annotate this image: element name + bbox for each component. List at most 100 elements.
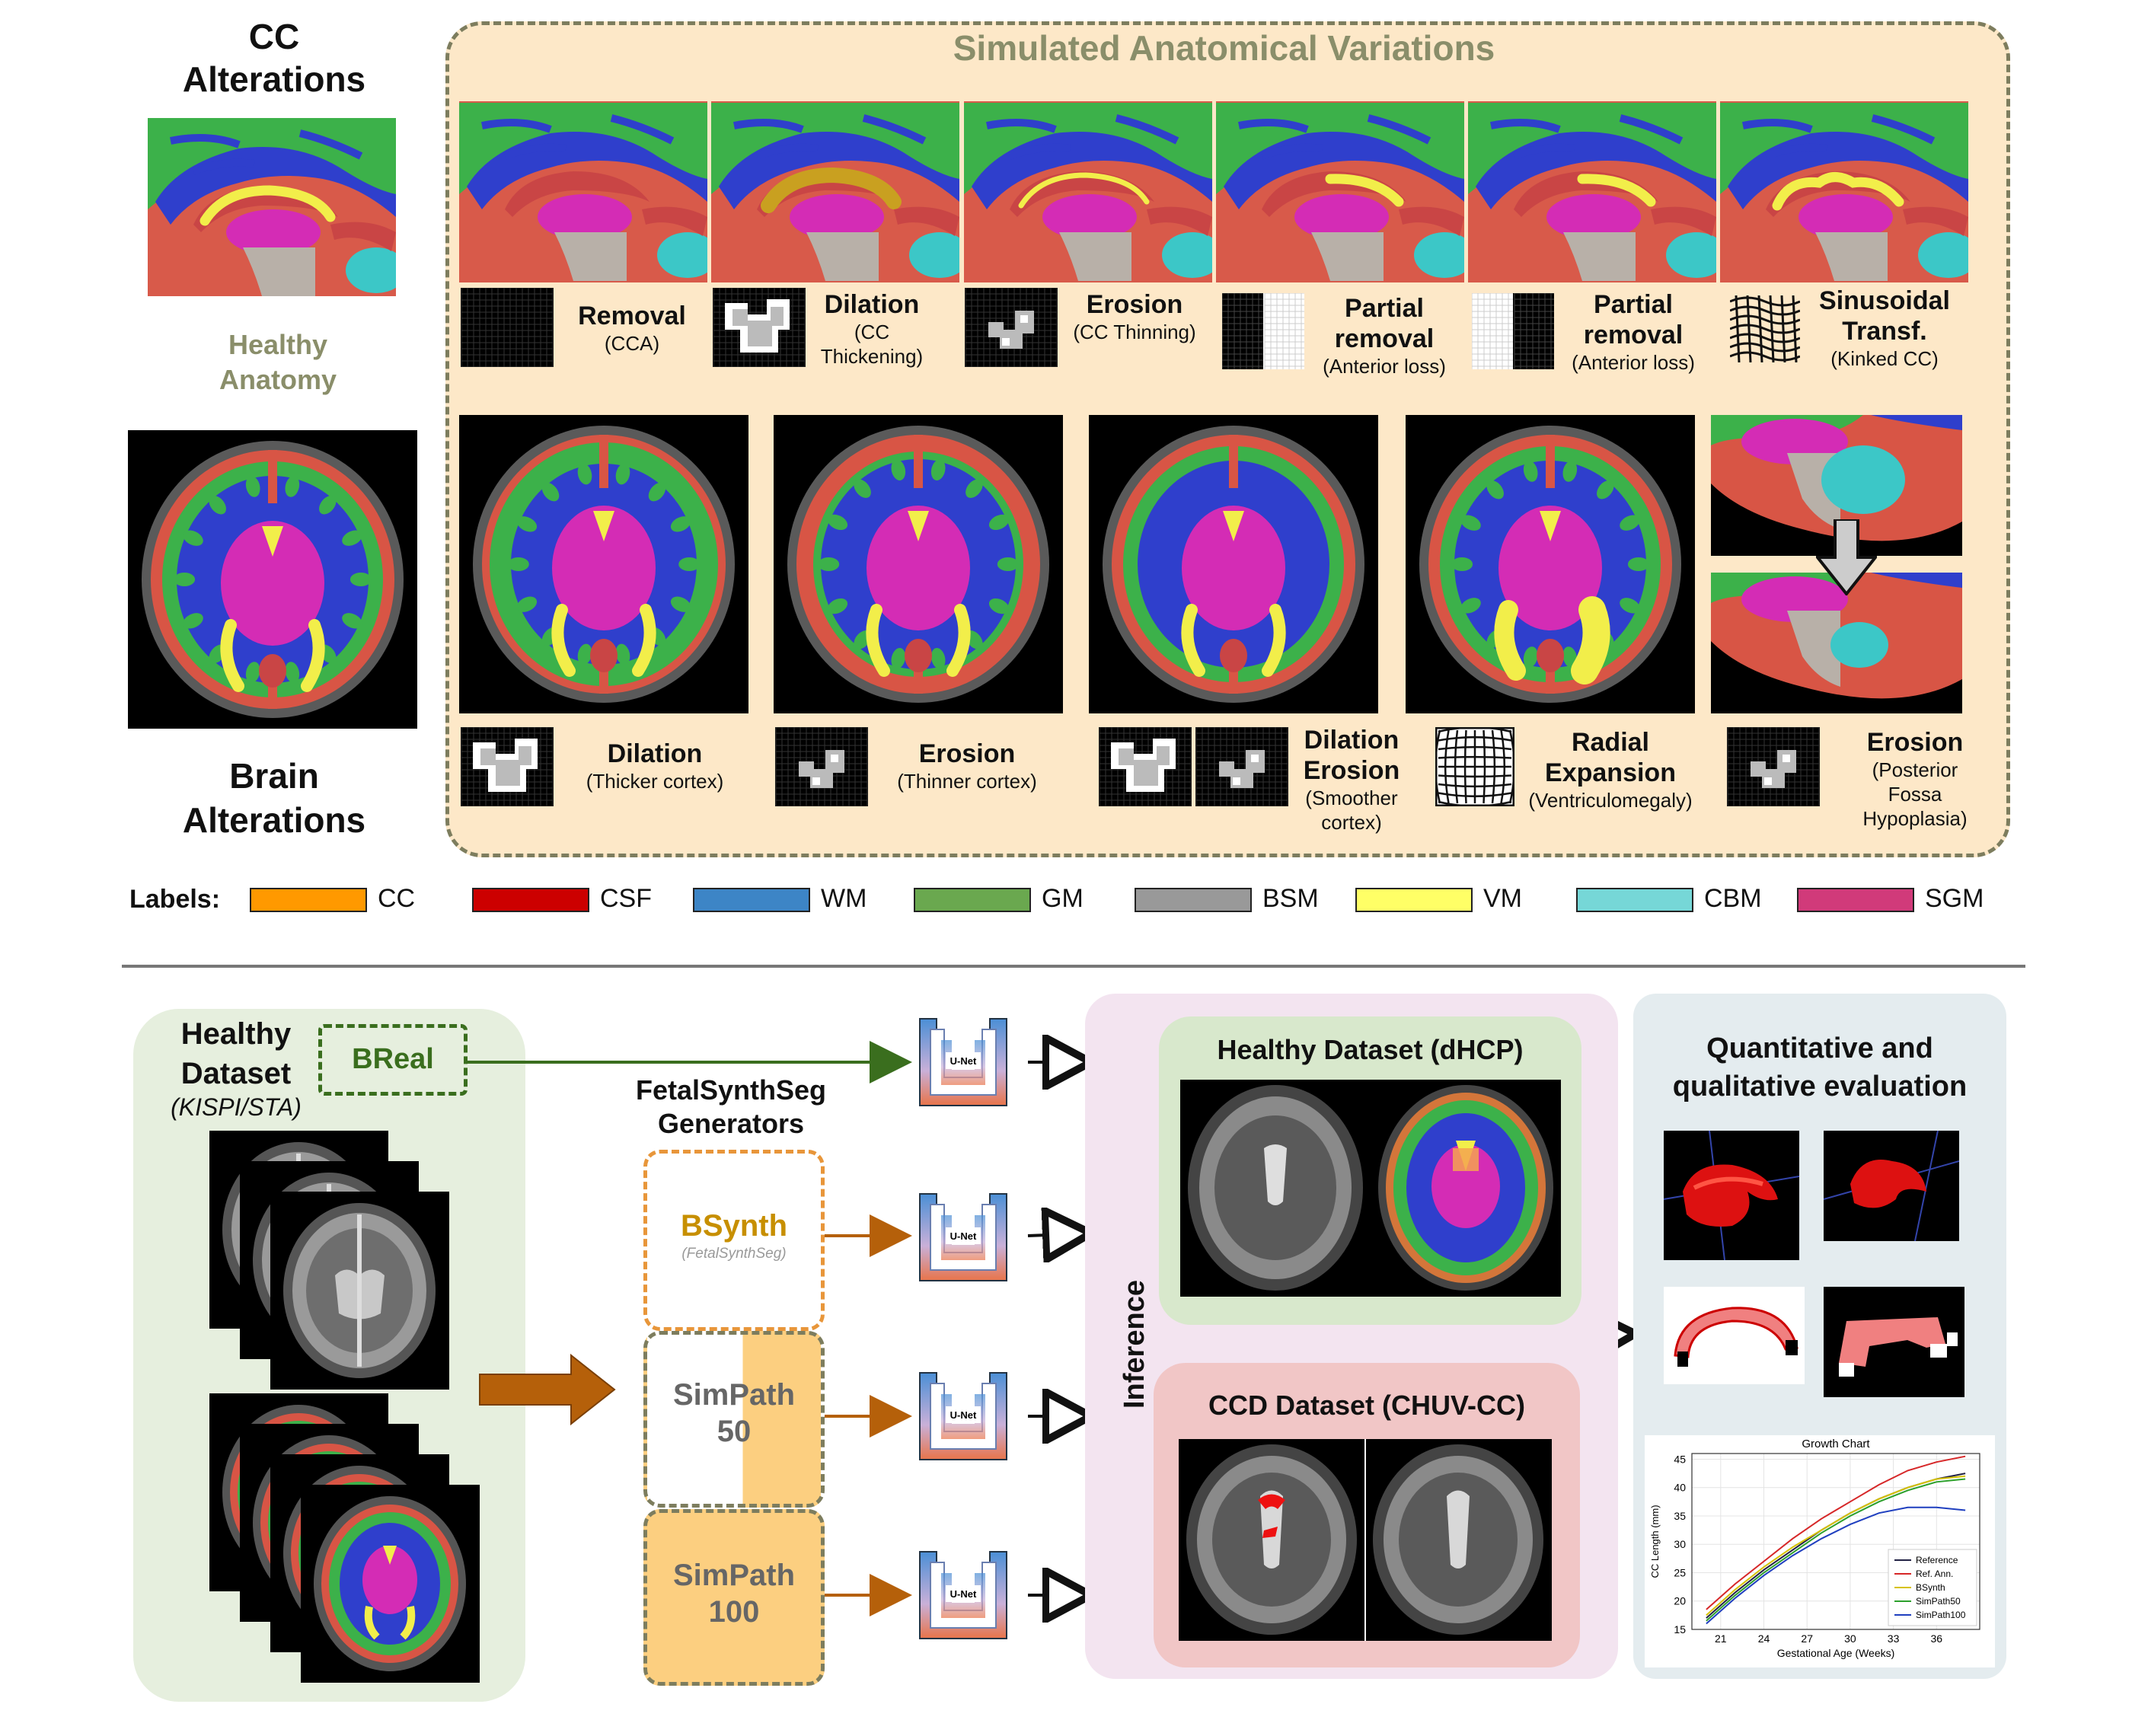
legend-title: Labels:	[129, 885, 221, 914]
svg-text:U-Net: U-Net	[950, 1055, 977, 1067]
cc-removal-image	[459, 101, 707, 282]
legend-swatch-sgm	[1797, 888, 1914, 912]
brain-erosion-image	[774, 415, 1063, 713]
simpath100-box	[643, 1509, 825, 1686]
legend-swatch-cc	[250, 888, 367, 912]
legend-label-csf: CSF	[600, 884, 652, 913]
healthy-sagittal-image	[148, 118, 396, 296]
inference-label: Inference	[1119, 1280, 1151, 1409]
radial-grid-icon	[1435, 727, 1514, 806]
half-grid-icon	[1222, 293, 1304, 369]
posterior-fossa-after-image	[1711, 573, 1962, 713]
erosion-shape-icon	[1727, 727, 1820, 806]
series-line-simpath100	[1706, 1506, 1966, 1625]
legend-label-cbm: CBM	[1704, 884, 1762, 913]
legend-entry: SimPath100	[1916, 1610, 1966, 1620]
healthy-axial-image	[128, 430, 417, 729]
y-tick-label: 15	[1674, 1623, 1686, 1635]
brain-op-dilation-label: Dilation(Thicker cortex)	[586, 739, 724, 793]
3d-render-image-2	[1824, 1131, 1959, 1241]
legend-entry: SimPath50	[1916, 1596, 1961, 1607]
wave-grid-icon	[1730, 295, 1800, 362]
x-tick-label: 30	[1844, 1632, 1856, 1645]
dilation-shape-icon	[1099, 727, 1192, 806]
y-tick-label: 45	[1674, 1453, 1686, 1465]
legend-label-cc: CC	[378, 884, 416, 913]
legend-label-vm: VM	[1483, 884, 1522, 913]
simulated-variations-title: Simulated Anatomical Variations	[953, 28, 1495, 68]
brain-dilation-erosion-image	[1089, 415, 1378, 713]
grid-empty-icon	[461, 288, 554, 367]
ccd-images	[1179, 1439, 1552, 1641]
y-axis-label: CC Length (mm)	[1649, 1505, 1661, 1578]
legend-swatch-bsm	[1135, 888, 1252, 912]
cc-seg-image-2	[1824, 1287, 1964, 1397]
chart-title: Growth Chart	[1802, 1438, 1870, 1450]
legend-label-sgm: SGM	[1925, 884, 1984, 913]
svg-text:U-Net: U-Net	[950, 1409, 977, 1421]
dilation-shape-icon	[461, 727, 554, 806]
svg-text:U-Net: U-Net	[950, 1230, 977, 1242]
series-line-ref-ann-	[1706, 1455, 1966, 1610]
unet-icon: U-Net	[914, 1188, 1013, 1287]
legend-swatch-vm	[1355, 888, 1473, 912]
y-tick-label: 35	[1674, 1510, 1686, 1522]
dhcp-images	[1180, 1080, 1561, 1297]
brain-op-dilation-erosion-label: Dilation Erosion(Smoother cortex)	[1303, 726, 1400, 834]
unet-icon: U-Net	[914, 1013, 1013, 1112]
x-tick-label: 36	[1931, 1632, 1943, 1645]
brain-op-posterior-fossa-label: Erosion(Posterior Fossa Hypoplasia)	[1862, 728, 1968, 830]
legend-swatch-wm	[693, 888, 810, 912]
erosion-shape-icon	[1195, 727, 1288, 806]
breal-box: BReal	[318, 1024, 468, 1096]
brain-op-erosion-label: Erosion(Thinner cortex)	[897, 739, 1037, 793]
bsynth-label: BSynth	[681, 1209, 787, 1243]
cc-seg-image-1	[1664, 1287, 1805, 1384]
x-tick-label: 24	[1758, 1632, 1770, 1645]
cc-op-erosion-label: Erosion(CC Thinning)	[1073, 290, 1196, 343]
erosion-shape-icon	[965, 288, 1058, 367]
mri-stack-image	[270, 1192, 449, 1390]
cc-op-dilation-label: Dilation(CC Thickening)	[820, 290, 924, 368]
simpath50-box	[643, 1331, 825, 1508]
x-tick-label: 27	[1801, 1632, 1813, 1645]
unet-icon: U-Net	[914, 1546, 1013, 1645]
erosion-shape-icon	[775, 727, 868, 806]
cc-dilation-image	[711, 101, 959, 282]
cc-partial-removal-image-1	[1216, 101, 1464, 282]
cc-sinusoidal-image	[1720, 101, 1968, 282]
svg-text:U-Net: U-Net	[950, 1588, 977, 1600]
y-tick-label: 25	[1674, 1566, 1686, 1578]
generator-arrow-icon	[476, 1351, 617, 1428]
legend-label-bsm: BSM	[1262, 884, 1319, 913]
cc-op-sinusoidal-label: Sinusoidal Transf.(Kinked CC)	[1819, 286, 1950, 370]
dilation-shape-icon	[713, 288, 806, 367]
ccd-title: CCD Dataset (CHUV-CC)	[1208, 1390, 1526, 1421]
brain-radial-expansion-image	[1406, 415, 1695, 713]
cc-partial-removal-image-2	[1468, 101, 1716, 282]
down-arrow-icon	[1814, 518, 1879, 597]
legend-entry: BSynth	[1916, 1582, 1945, 1593]
bsynth-box	[643, 1150, 825, 1331]
dhcp-title: Healthy Dataset (dHCP)	[1217, 1034, 1524, 1065]
unet-icon: U-Net	[914, 1367, 1013, 1466]
cc-op-removal-label: Removal(CCA)	[578, 302, 686, 355]
legend-label-wm: WM	[821, 884, 867, 913]
x-tick-label: 33	[1888, 1632, 1900, 1645]
cc-op-partial-removal-label-1: Partial removal(Anterior loss)	[1323, 294, 1446, 378]
legend-entry: Reference	[1916, 1555, 1958, 1565]
x-axis-label: Gestational Age (Weeks)	[1777, 1647, 1895, 1659]
y-tick-label: 40	[1674, 1482, 1686, 1494]
series-line-bsynth	[1706, 1475, 1966, 1616]
healthy-dataset-source: (KISPI/STA)	[171, 1093, 302, 1121]
y-tick-label: 20	[1674, 1595, 1686, 1607]
legend-swatch-cbm	[1576, 888, 1693, 912]
3d-render-image-1	[1664, 1131, 1799, 1260]
